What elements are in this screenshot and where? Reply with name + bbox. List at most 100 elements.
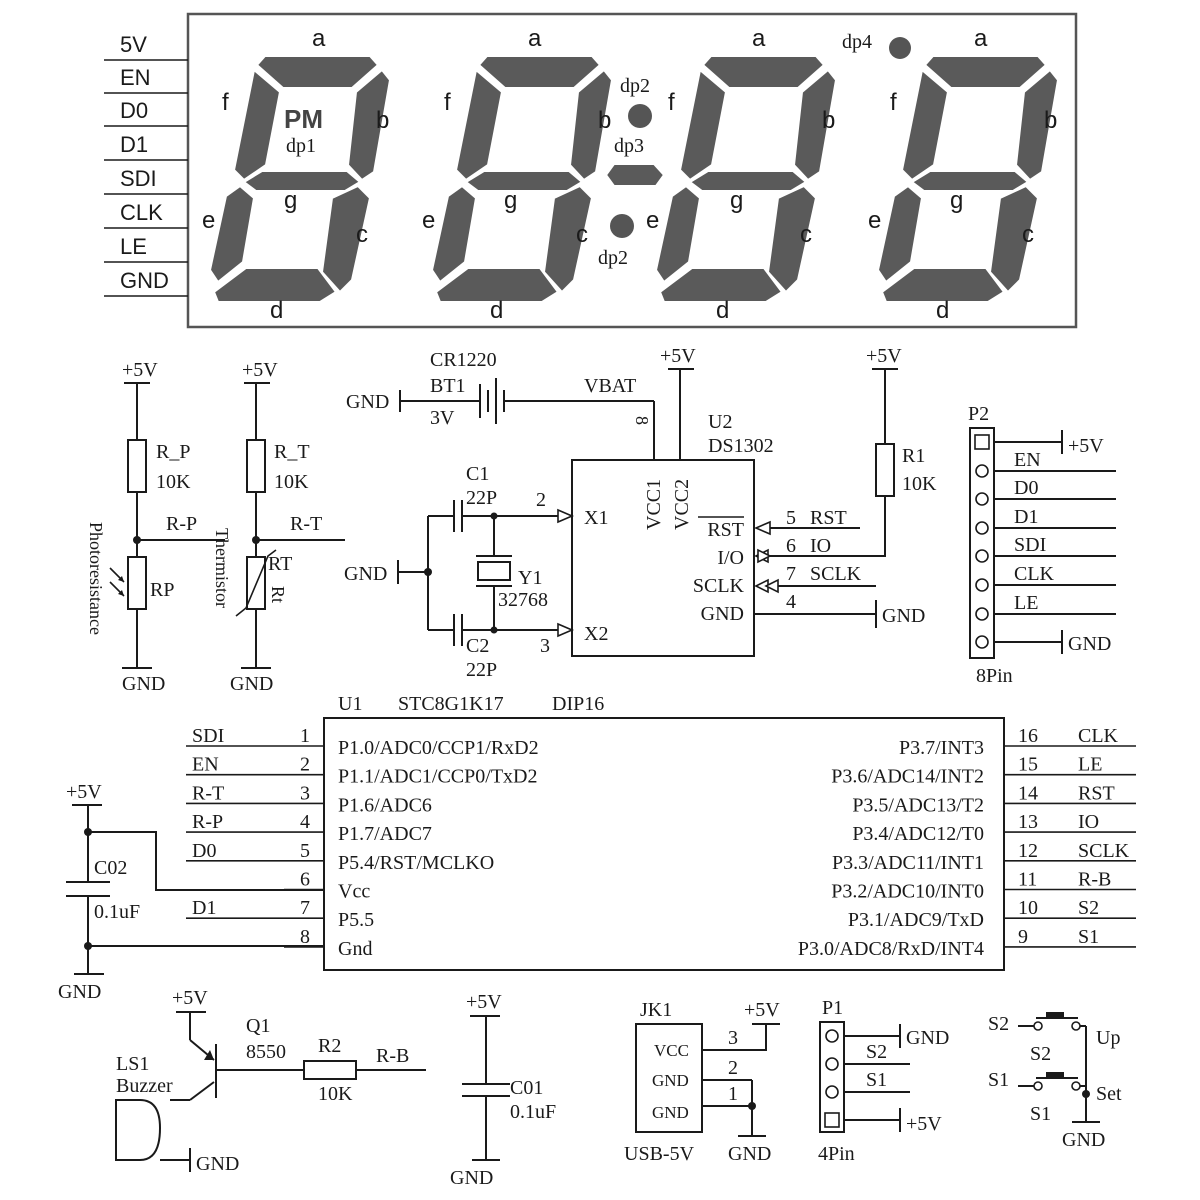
y1-ref: Y1 <box>518 567 542 589</box>
pin-number: 4 <box>300 811 310 833</box>
vbat-label: VBAT <box>584 375 636 397</box>
segment-label-b: b <box>822 107 835 134</box>
net-rb: R-B <box>376 1045 409 1067</box>
header-pin-label: SDI <box>120 166 157 191</box>
jk1-pin3: 3 <box>728 1027 738 1049</box>
vcc-label: +5V <box>1068 435 1104 457</box>
thermistor-circuit: +5V R_T 10K R-T RT Rt Thermistor GND <box>212 359 345 695</box>
pin-number: 12 <box>1018 840 1038 862</box>
rp-net-label: R-P <box>166 513 197 535</box>
rt-value: 10K <box>274 471 309 493</box>
pin-number: 8 <box>300 926 310 948</box>
rt-name: R_T <box>274 441 310 463</box>
pin-number: 7 <box>300 897 310 919</box>
p2-pin-label: CLK <box>1014 563 1055 585</box>
rt-part: RT <box>268 553 292 575</box>
rp-part: RP <box>150 579 174 601</box>
rp-name: R_P <box>156 441 190 463</box>
u1-left-pin: D1 7P5.5 <box>186 897 374 931</box>
u1-package: DIP16 <box>552 693 604 715</box>
pin-function: P3.6/ADC14/INT2 <box>831 766 984 788</box>
pin-number: 1 <box>300 725 310 747</box>
net-gnd: GND <box>882 605 925 627</box>
vcc-label: +5V <box>866 345 902 367</box>
s1-label: S1 <box>1030 1103 1051 1125</box>
pm-indicator: PM <box>284 104 323 134</box>
c2-ref: C2 <box>466 635 489 657</box>
digit-2: a b c d e f g <box>422 25 613 324</box>
pin-number: 13 <box>1018 811 1038 833</box>
s2-label: S2 <box>1030 1043 1051 1065</box>
pin7-label: 7 <box>786 563 796 585</box>
pin-number: 11 <box>1018 869 1037 891</box>
c02-value: 0.1uF <box>94 901 140 923</box>
segment-label-c: c <box>800 221 812 248</box>
gnd-label: GND <box>728 1143 771 1165</box>
gnd-label: GND <box>1062 1129 1105 1151</box>
gnd-label: GND <box>450 1167 493 1189</box>
gnd-label: GND <box>58 981 101 1003</box>
p2-pin-label: D0 <box>1014 477 1038 499</box>
header-pin-label: D0 <box>120 98 148 123</box>
pin-number: 6 <box>300 869 310 891</box>
vcc-label: +5V <box>906 1113 942 1135</box>
vcc-label: +5V <box>172 987 208 1009</box>
segment-label-a: a <box>752 25 766 52</box>
switches: S2 S2 Up S1 S1 Set GND <box>988 1012 1122 1151</box>
s1-ref: S1 <box>988 1069 1009 1091</box>
dp4-dot <box>889 37 911 59</box>
c1-ref: C1 <box>466 463 489 485</box>
pin-function: Vcc <box>338 881 370 903</box>
pin-net-label: D0 <box>192 840 216 862</box>
p1-header: P1 GND S2 S1 +5V 4Pin <box>818 997 949 1165</box>
pin-net-label: R-T <box>192 782 224 804</box>
segment-label-d: d <box>270 297 283 324</box>
pin-net-label: SDI <box>192 725 224 747</box>
pin-net-label: D1 <box>192 897 216 919</box>
s1-function: Set <box>1096 1083 1122 1105</box>
y1-value: 32768 <box>498 589 548 611</box>
gnd-pin-label: GND <box>701 603 744 625</box>
buzzer-ls1 <box>115 1099 162 1161</box>
crystal-y1 <box>477 561 511 581</box>
battery-voltage: 3V <box>430 407 455 429</box>
digit-1: a b c d e f g PM dp1 <box>202 25 391 324</box>
vcc-label: +5V <box>242 359 278 381</box>
c1-value: 22P <box>466 487 497 509</box>
resistor-r1 <box>875 443 895 497</box>
colon-indicators: dp2 dp3 dp2 <box>598 75 666 269</box>
p1-ref: P1 <box>822 997 843 1019</box>
s2-function: Up <box>1096 1027 1120 1049</box>
photoresistor-circuit: +5V R_P 10K R-P RP Photoresistance GND <box>86 359 225 695</box>
pin-number: 2 <box>300 754 310 776</box>
p2-ref: P2 <box>968 403 989 425</box>
segment-label-f: f <box>444 89 451 116</box>
gnd-label: GND <box>344 563 387 585</box>
gnd-label: GND <box>906 1027 949 1049</box>
jk1-part: USB-5V <box>624 1143 695 1165</box>
q1-ref: Q1 <box>246 1015 270 1037</box>
p1-pin-count: 4Pin <box>818 1143 855 1165</box>
ls1-part: Buzzer <box>116 1075 173 1097</box>
pin-function: P5.5 <box>338 909 374 931</box>
segment-label-g: g <box>504 187 517 214</box>
pin-function: P3.3/ADC11/INT1 <box>832 852 984 874</box>
dp2-label: dp2 <box>620 75 650 97</box>
rp-value: 10K <box>156 471 191 493</box>
dp3-segment <box>604 163 666 187</box>
header-pin-label: LE <box>120 234 147 259</box>
sclk-pin-label: SCLK <box>693 575 745 597</box>
jk1-gnd-label: GND <box>652 1071 689 1090</box>
r1-ref: R1 <box>902 445 925 467</box>
vcc-label: +5V <box>744 999 780 1021</box>
pin-function: P3.4/ADC12/T0 <box>852 823 984 845</box>
